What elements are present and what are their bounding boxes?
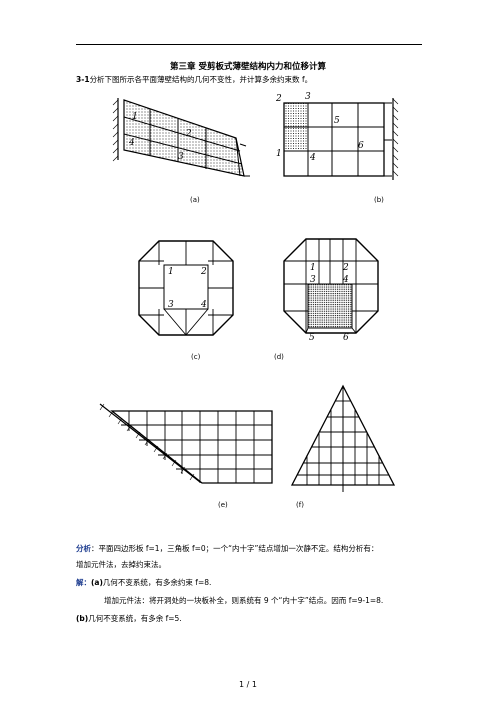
svg-text:1: 1: [132, 112, 138, 122]
solution-b-line: (b)几何不变系统，有多余 f=5.: [76, 614, 182, 623]
caption-f: (f): [296, 501, 304, 509]
solution-a-line: 解：(a)几何不变系统，有多余约束 f=8.: [76, 578, 212, 587]
problem-statement: 3-1分析下图所示各平面薄壁结构的几何不变性，并计算多余约束数 f。: [76, 75, 312, 85]
caption-a: (a): [190, 196, 200, 204]
figure-d: 1 2 3 4 5 6: [283, 238, 379, 343]
caption-c: (c): [191, 353, 201, 361]
svg-text:2: 2: [185, 129, 192, 139]
svg-text:4: 4: [128, 138, 135, 148]
svg-text:2: 2: [275, 94, 282, 104]
svg-text:3: 3: [168, 300, 174, 310]
svg-text:3: 3: [310, 275, 316, 285]
problem-number: 3-1: [76, 75, 90, 84]
analysis-line-2: 增加元件法，去掉约束法。: [76, 560, 166, 569]
svg-text:1: 1: [276, 149, 282, 159]
svg-text:6: 6: [358, 141, 364, 151]
figure-e: [99, 403, 273, 484]
svg-text:5: 5: [334, 116, 340, 126]
caption-e: (e): [218, 501, 228, 509]
chapter-title: 第三章 受剪板式薄壁结构内力和位移计算: [170, 62, 326, 72]
svg-text:2: 2: [342, 263, 349, 273]
svg-text:3: 3: [178, 152, 184, 162]
problem-text: 分析下图所示各平面薄壁结构的几何不变性，并计算多余约束数 f。: [89, 75, 313, 84]
caption-d: (d): [274, 353, 284, 361]
svg-text:6: 6: [343, 333, 349, 343]
solution-label: 解：: [76, 578, 91, 587]
analysis-line-1: 分析：平面四边形板 f=1，三角板 f=0；一个“内十字”结点增加一次静不定。结…: [76, 544, 379, 553]
page-number: 1 / 1: [239, 680, 257, 689]
svg-text:4: 4: [309, 153, 316, 163]
svg-text:5: 5: [309, 333, 315, 343]
svg-text:1: 1: [168, 267, 174, 277]
header-rule: [76, 44, 422, 45]
svg-text:4: 4: [200, 300, 207, 310]
svg-text:4: 4: [342, 275, 349, 285]
figure-f: [290, 384, 396, 492]
figure-c: 1 2 3 4: [138, 240, 234, 336]
svg-text:2: 2: [200, 267, 207, 277]
figure-a: 1 2 3 4: [112, 98, 250, 177]
figure-b: 1 2 3 4 5 6: [275, 92, 399, 180]
caption-b: (b): [374, 196, 384, 204]
svg-text:1: 1: [310, 263, 316, 273]
svg-text:3: 3: [305, 92, 311, 102]
analysis-label: 分析: [76, 544, 91, 553]
solution-method-line: 增加元件法：将开洞处的一块板补全，则系统有 9 个“内十字”结点。因而 f=9-…: [104, 596, 384, 605]
